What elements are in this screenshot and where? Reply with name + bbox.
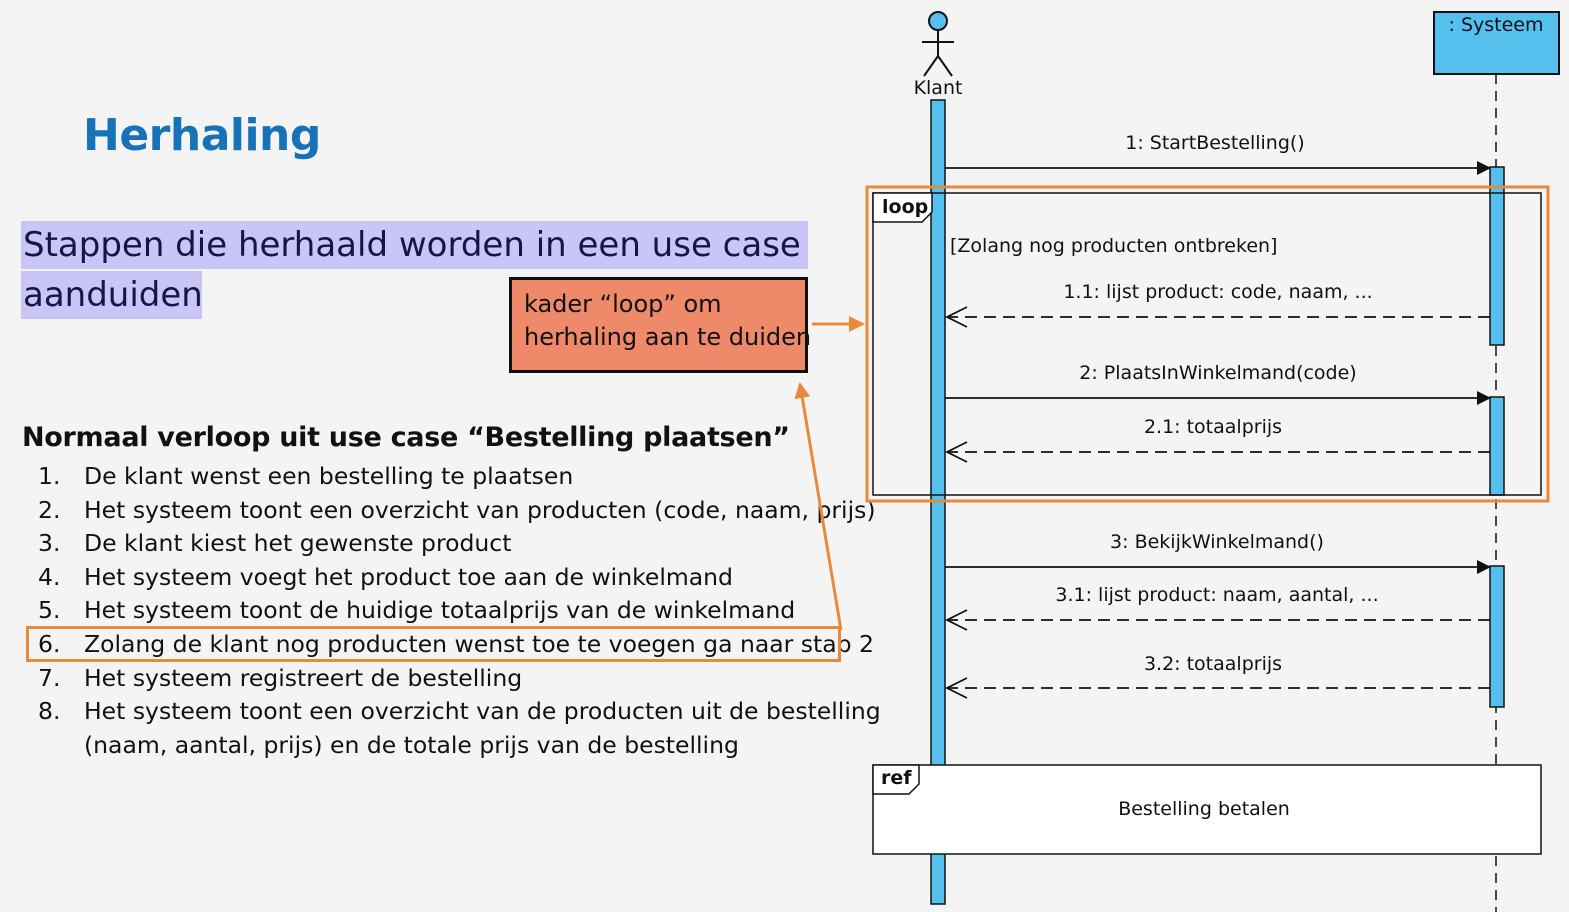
step-item: 6. Zolang de klant nog producten wenst to… — [38, 628, 881, 662]
step-item: (naam, aantal, prijs) en de totale prijs… — [38, 729, 881, 763]
slide-title: Herhaling — [83, 110, 321, 161]
message-label: 3.2: totaalprijs — [1144, 653, 1282, 675]
step-number: 4. — [38, 562, 61, 591]
message-arrowhead — [944, 441, 968, 463]
step-item: 2. Het systeem toont een overzicht van pr… — [38, 494, 881, 528]
step-item: 7. Het systeem registreert de bestelling — [38, 662, 881, 696]
step-item: 8. Het systeem toont een overzicht van de… — [38, 695, 881, 729]
message-arrowhead — [944, 677, 968, 699]
system-activation-2 — [1489, 396, 1505, 496]
loop-frame — [872, 192, 1542, 496]
step-item: 4. Het systeem voegt het product toe aan … — [38, 561, 881, 595]
ref-text: Bestelling betalen — [1118, 798, 1290, 820]
step-number: 5. — [38, 596, 61, 625]
step-text: De klant wenst een bestelling te plaatse… — [84, 462, 574, 490]
use-case-heading: Normaal verloop uit use case “Bestelling… — [22, 422, 790, 453]
system-box — [1433, 11, 1560, 75]
loop-callout-box: kader “loop” om herhaling aan te duiden — [509, 277, 812, 373]
step-text: Het systeem registreert de bestelling — [84, 663, 523, 692]
step-number: 8. — [38, 697, 61, 726]
step-text: Het systeem toont de huidige totaalprijs… — [84, 596, 796, 625]
message-label: 3.1: lijst product: naam, aantal, ... — [1055, 584, 1378, 606]
step-item: 5. Het systeem toont de huidige totaalpri… — [38, 594, 881, 628]
step-text: (naam, aantal, prijs) en de totale prijs… — [84, 730, 739, 759]
loop-guard: [Zolang nog producten ontbreken] — [950, 235, 1277, 257]
loop-label: loop — [882, 196, 928, 218]
step-number: 7. — [38, 663, 61, 692]
step-text: Zolang de klant nog producten wenst toe … — [84, 629, 874, 658]
actor-icon — [922, 11, 954, 77]
ref-frame — [872, 764, 1542, 855]
step-text: Het systeem toont een overzicht van de p… — [84, 697, 881, 726]
step-number: 1. — [38, 462, 61, 490]
ref-tab — [872, 764, 920, 795]
message-label: 1.1: lijst product: code, naam, ... — [1063, 281, 1372, 303]
loop-tab — [872, 192, 933, 223]
step-number: 3. — [38, 529, 61, 558]
ref-label: ref — [881, 767, 912, 789]
message-label: 2: PlaatsInWinkelmand(code) — [1079, 362, 1356, 384]
step-number: 6. — [38, 629, 61, 658]
step-text: De klant kiest het gewenste product — [84, 529, 512, 558]
step-item: 3. De klant kiest het gewenste product — [38, 527, 881, 561]
message-label: 3: BekijkWinkelmand() — [1110, 531, 1324, 553]
callout-arrow-up — [794, 382, 843, 631]
message-arrowhead — [944, 609, 968, 631]
system-label: : Systeem — [1449, 14, 1544, 36]
system-activation-1 — [1489, 166, 1505, 346]
loop-highlight-frame — [865, 185, 1550, 503]
message-arrowhead — [944, 306, 968, 328]
step-number: 2. — [38, 495, 61, 524]
highlight-line-1: Stappen die herhaald worden in een use c… — [21, 221, 808, 269]
step-text: Het systeem voegt het product toe aan de… — [84, 562, 733, 591]
highlight-line-2: aanduiden — [21, 271, 203, 319]
callout-line-1: kader “loop” om — [524, 290, 722, 318]
actor-label: Klant — [914, 77, 963, 99]
system-activation-3 — [1489, 565, 1505, 708]
use-case-steps: 1. De klant wenst een bestelling te plaat… — [38, 460, 881, 762]
message-label: 1: StartBestelling() — [1125, 132, 1304, 154]
callout-line-2: herhaling aan te duiden — [524, 323, 812, 351]
message-label: 2.1: totaalprijs — [1144, 416, 1282, 438]
step-item: 1. De klant wenst een bestelling te plaat… — [38, 460, 881, 494]
step-6-highlight-box — [26, 626, 841, 662]
step-text: Het systeem toont een overzicht van prod… — [84, 495, 876, 524]
